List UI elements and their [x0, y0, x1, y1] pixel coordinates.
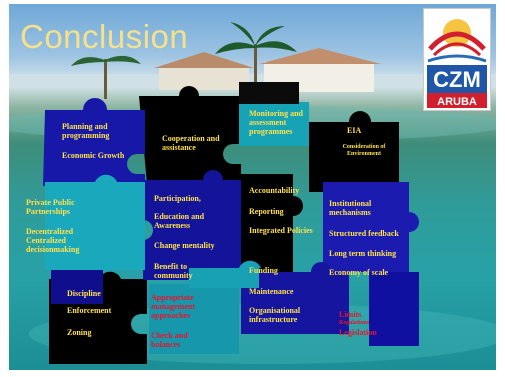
puzzle-piece-black	[231, 174, 303, 276]
czm-aruba-logo: CZM ARUBA	[423, 8, 491, 111]
palm-tree	[215, 22, 297, 99]
label-organisational: Organisational infrastructure	[249, 306, 301, 324]
logo-graphic: CZM ARUBA	[427, 19, 487, 108]
slide: Conclusion CZM ARUBA Planning and progra…	[9, 4, 496, 370]
label-education: Education and Awareness	[154, 212, 205, 230]
label-accountability: Accountability	[249, 186, 300, 195]
label-change-mentality: Change mentality	[154, 241, 215, 250]
puzzle-piece-teal	[45, 174, 145, 270]
beach-hotel-roof	[259, 48, 381, 64]
label-economic-growth: Economic Growth	[62, 151, 125, 160]
puzzle-pieces	[43, 82, 419, 364]
label-benefit: Benefit to community	[154, 262, 193, 280]
puzzle-piece-blue	[241, 262, 349, 334]
puzzle-piece-blue	[323, 182, 419, 272]
label-limits: Limits	[339, 310, 362, 319]
puzzle-piece-blue	[143, 170, 241, 280]
label-maintenance: Maintenance	[249, 287, 294, 296]
beach-house-roof	[154, 52, 254, 68]
logo-text: CZM	[433, 67, 481, 92]
label-monitoring: Monitoring and assessment programmes	[249, 109, 304, 136]
label-appropriate: Appropriate management approaches	[151, 293, 195, 320]
label-integrated: Integrated Policies	[249, 226, 313, 235]
label-eia: EIA	[347, 126, 362, 135]
label-regulations: Regulations	[339, 320, 370, 326]
beach-house	[159, 66, 249, 90]
label-long-term: Long term thinking	[329, 249, 397, 258]
puzzle-piece-blue	[369, 272, 419, 346]
label-participation: Participation,	[154, 194, 201, 203]
palm-tree-left	[71, 55, 141, 99]
label-discipline: Discipline	[67, 289, 101, 298]
label-structured-feedback: Structured feedback	[329, 229, 399, 238]
label-economy-scale: Economy of scale	[329, 268, 389, 277]
label-planning: Planning and programming	[62, 122, 110, 140]
label-checks: Check and balances	[151, 331, 188, 349]
label-cooperation: Cooperation and assistance	[162, 134, 220, 152]
horizon-band	[9, 74, 496, 88]
puzzle-piece-teal	[149, 284, 239, 354]
puzzle-piece-teal	[189, 260, 261, 288]
label-funding: Funding	[249, 266, 278, 275]
label-institutional: Institutional mechanisms	[329, 199, 372, 217]
puzzle-piece-black	[309, 111, 399, 192]
puzzle-piece-blue	[43, 98, 145, 186]
label-decentralized: Decentralized Centralized decisionmaking	[26, 227, 80, 254]
label-enforcement: Enforcement	[67, 306, 112, 315]
label-private-public: Private Public Partnerships	[26, 198, 75, 216]
logo-caption: ARUBA	[437, 96, 477, 108]
puzzle-piece-blue	[51, 264, 103, 304]
puzzle-piece-black	[139, 86, 241, 184]
label-consideration-env: Consideration of Environment	[342, 144, 386, 157]
puzzle-piece-black	[239, 82, 299, 104]
label-legislation: Legislation	[339, 328, 377, 337]
label-zoning: Zoning	[67, 328, 92, 337]
label-reporting: Reporting	[249, 207, 284, 216]
slide-title: Conclusion	[20, 18, 189, 55]
